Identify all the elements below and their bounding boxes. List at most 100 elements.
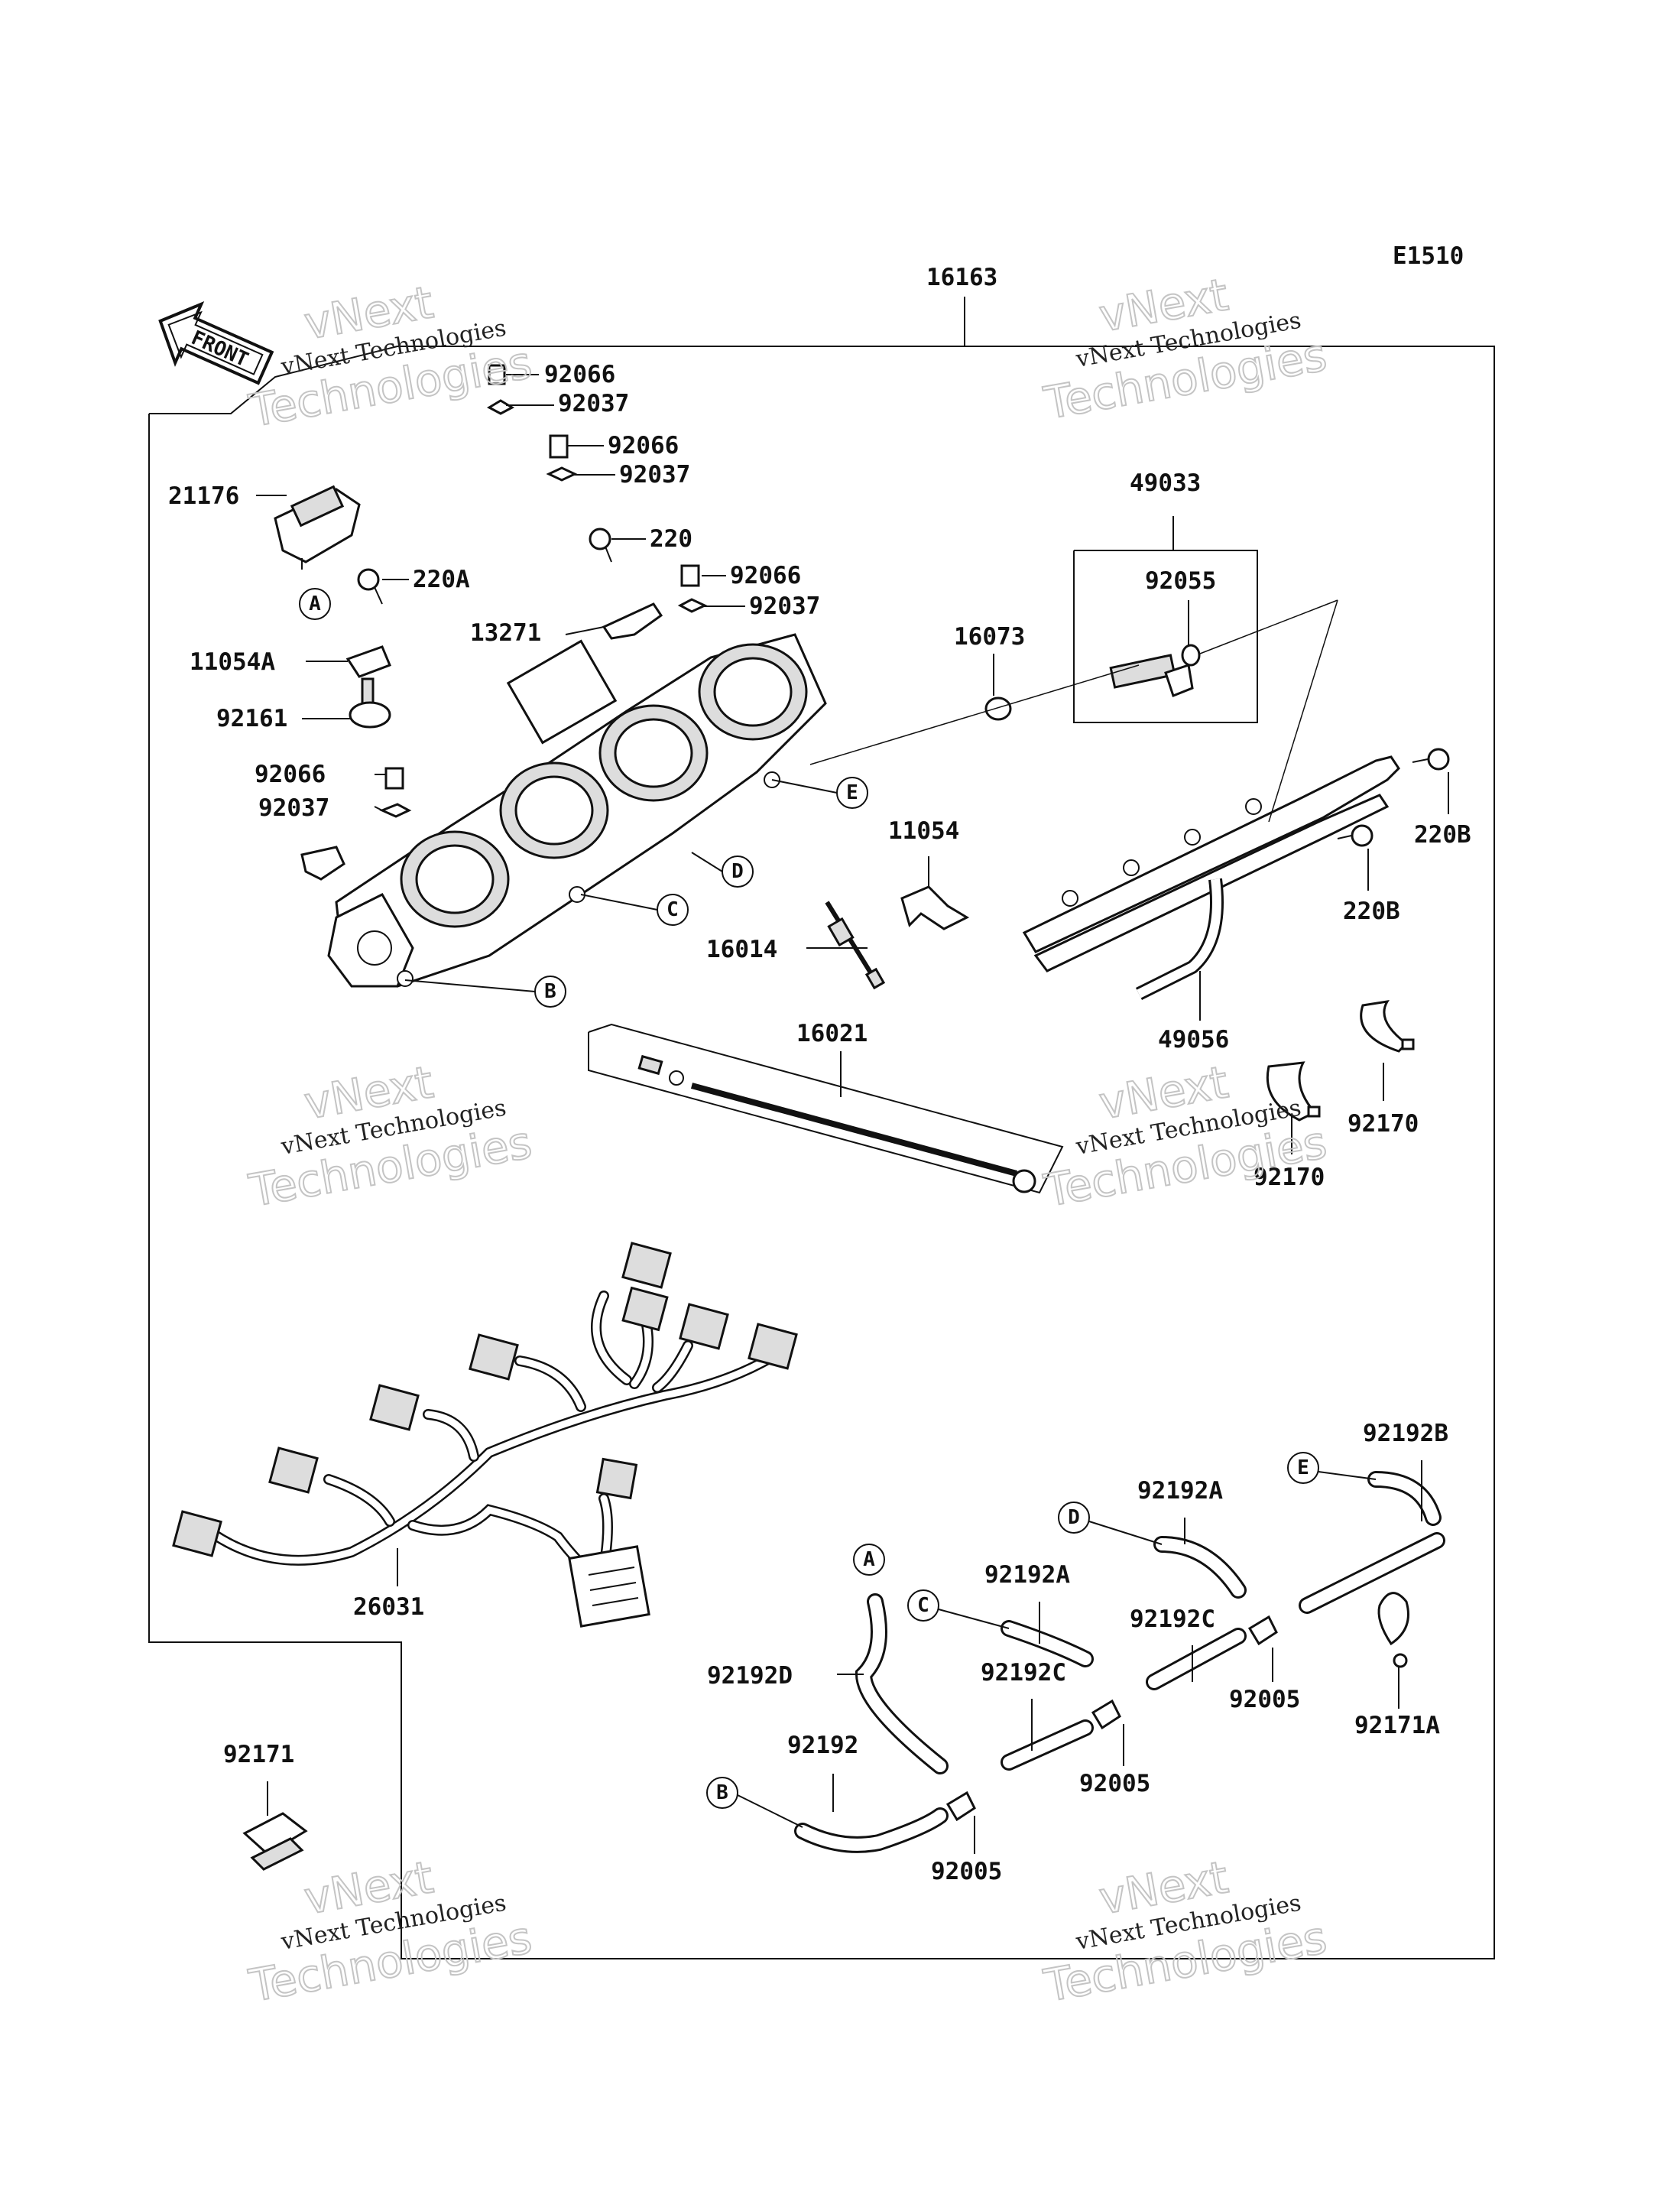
cap-92066-mid <box>680 564 700 587</box>
injector-49033 <box>1109 654 1194 697</box>
screw-220 <box>589 528 612 563</box>
part-label: 92037 <box>558 390 629 417</box>
injector-box-49033 <box>1073 550 1258 723</box>
svg-text:A: A <box>309 593 321 615</box>
front-arrow-icon: FRONT <box>158 301 274 385</box>
part-label: 92192C <box>1130 1605 1215 1633</box>
sensor-21176 <box>274 485 361 570</box>
callout-circle: B <box>404 976 566 1008</box>
part-label: 92192D <box>707 1662 793 1690</box>
svg-text:E: E <box>1297 1456 1309 1479</box>
part-label: 92170 <box>1348 1110 1419 1138</box>
callout-circle: E <box>1287 1452 1377 1484</box>
wiring-harness-26031 <box>172 1242 798 1628</box>
part-label: 16073 <box>954 623 1025 651</box>
part-label: 92066 <box>730 562 801 589</box>
cap-92066-left <box>384 767 404 790</box>
part-92161 <box>349 677 391 729</box>
part-label: 92192A <box>984 1561 1070 1589</box>
assembly-outline <box>148 346 1495 1959</box>
shaft-16021 <box>588 1023 1064 1194</box>
part-label: 92192C <box>981 1659 1066 1687</box>
screw-220B-1 <box>1412 748 1450 771</box>
part-label: 92171 <box>223 1741 294 1768</box>
part-label: 92037 <box>749 593 820 620</box>
part-label: 92192A <box>1137 1477 1223 1505</box>
svg-text:E: E <box>846 781 858 804</box>
throttle-body-assembly <box>300 633 827 988</box>
part-label: 220 <box>650 525 692 553</box>
washer-92037-top2 <box>546 466 578 482</box>
vacuum-hoses <box>794 1471 1445 1853</box>
screw-220A <box>357 568 383 605</box>
watermark: vNext vNext Technologies Technologies <box>1039 268 1331 430</box>
part-label: 92037 <box>619 461 690 489</box>
part-label: 11054A <box>190 648 275 676</box>
callout-circle: B <box>706 1777 803 1828</box>
callout-circle: E <box>771 777 868 809</box>
callout-circle: D <box>1058 1502 1163 1545</box>
clamp-92170-2 <box>1360 1000 1415 1053</box>
watermark: vNext vNext Technologies Technologies <box>1039 1055 1331 1218</box>
callout-circle: A <box>853 1544 885 1576</box>
part-label: 49033 <box>1130 469 1201 497</box>
leader-lines <box>256 374 1449 1854</box>
watermark: vNext vNext Technologies Technologies <box>1039 1850 1331 2013</box>
svg-text:D: D <box>731 860 744 883</box>
assembly-outline-top <box>149 346 965 414</box>
part-label: 220B <box>1414 821 1471 849</box>
svg-text:B: B <box>716 1781 728 1804</box>
part-label: 92161 <box>216 705 287 732</box>
part-label: 92055 <box>1145 567 1216 595</box>
washer-92037-top1 <box>486 399 515 415</box>
washer-92037-mid <box>677 598 708 613</box>
part-label: 92005 <box>1229 1686 1300 1713</box>
screw-220B-2 <box>1337 824 1374 847</box>
svg-text:D: D <box>1068 1506 1080 1529</box>
bracket-11054A <box>345 645 391 678</box>
part-label: 92066 <box>255 761 326 788</box>
grommet-16073 <box>984 696 1012 721</box>
part-label: 92037 <box>258 794 329 822</box>
part-label: 92005 <box>931 1858 1002 1885</box>
part-label: 16163 <box>926 264 997 291</box>
watermark: vNext vNext Technologies Technologies <box>245 1055 537 1218</box>
part-label: 220B <box>1343 898 1400 925</box>
clamp-92171A <box>1377 1592 1409 1668</box>
svg-text:C: C <box>917 1594 929 1617</box>
cap-92066-top2 <box>549 434 569 459</box>
bracket-13271 <box>602 602 663 640</box>
part-label: 92192 <box>787 1732 858 1759</box>
part-label: 11054 <box>888 817 959 845</box>
callout-circle: C <box>907 1589 1010 1629</box>
washer-92037-left <box>379 803 412 818</box>
bracket-11054 <box>900 885 970 930</box>
svg-text:B: B <box>544 980 556 1003</box>
svg-text:A: A <box>863 1548 875 1571</box>
clamp-92170-1 <box>1266 1061 1321 1122</box>
part-label: 92066 <box>544 361 615 388</box>
diagram-code: E1510 <box>1393 242 1464 270</box>
svg-text:C: C <box>666 898 679 921</box>
cap-92066-top1 <box>488 364 506 385</box>
o-ring-92055 <box>1181 644 1201 667</box>
part-label: 92170 <box>1254 1164 1325 1191</box>
part-label: 92005 <box>1079 1770 1150 1797</box>
clamp-92171 <box>242 1812 308 1871</box>
part-label: 13271 <box>470 619 541 647</box>
part-label: 26031 <box>353 1593 424 1621</box>
pin-16014 <box>825 901 886 990</box>
callout-circle: D <box>691 852 754 888</box>
part-label: 220A <box>413 566 470 593</box>
callout-circle: C <box>580 894 689 926</box>
callout-circle: A <box>299 588 331 620</box>
part-label: 92192B <box>1363 1420 1448 1447</box>
part-label: 92171A <box>1354 1712 1440 1739</box>
part-label: 16021 <box>796 1020 868 1047</box>
part-label: 49056 <box>1158 1026 1229 1054</box>
watermark: vNext vNext Technologies Technologies <box>245 275 537 438</box>
part-label: 21176 <box>168 482 239 510</box>
fuel-rail <box>1022 755 1400 1001</box>
part-label: 92066 <box>608 432 679 459</box>
